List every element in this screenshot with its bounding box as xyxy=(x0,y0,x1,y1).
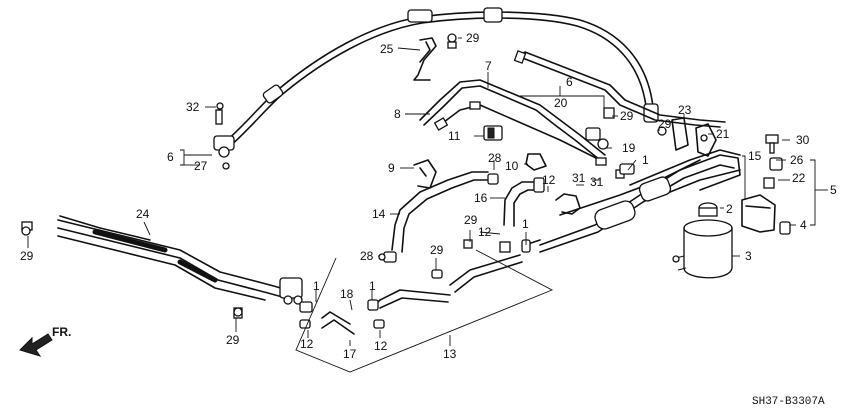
high-pressure-hose xyxy=(224,7,659,148)
callout-1: 1 xyxy=(642,153,649,167)
callout-5: 5 xyxy=(830,183,837,197)
callout-1: 1 xyxy=(313,279,320,293)
callout-4: 4 xyxy=(800,218,807,232)
callout-18: 18 xyxy=(340,287,354,301)
callout-11: 11 xyxy=(448,129,461,143)
callout-29: 29 xyxy=(20,249,34,263)
callout-31: 31 xyxy=(572,171,586,185)
cooler-pipe-15 xyxy=(521,149,741,253)
callout-12: 12 xyxy=(542,173,556,187)
callout-28: 28 xyxy=(488,151,502,165)
callout-16: 16 xyxy=(474,191,488,205)
steering-rack-lines-24 xyxy=(21,215,303,319)
callout-29: 29 xyxy=(620,109,634,123)
callout-23: 23 xyxy=(678,103,692,117)
clip-9 xyxy=(413,159,437,189)
callout-15: 15 xyxy=(748,149,762,163)
callout-32: 32 xyxy=(186,100,200,114)
callout-17: 17 xyxy=(343,347,357,361)
callout-22: 22 xyxy=(792,171,806,185)
callout-1: 1 xyxy=(369,279,376,293)
callout-19: 19 xyxy=(622,141,636,155)
callout-20: 20 xyxy=(554,96,568,110)
hose-bracket-25 xyxy=(413,33,457,81)
callout-21: 21 xyxy=(716,127,730,141)
callout-12: 12 xyxy=(300,337,314,351)
hose-14 xyxy=(391,171,489,253)
callout-12: 12 xyxy=(478,225,492,239)
callout-25: 25 xyxy=(380,42,394,56)
callout-9: 9 xyxy=(388,161,395,175)
callout-24: 24 xyxy=(136,207,150,221)
callout-27: 27 xyxy=(194,159,208,173)
callout-10: 10 xyxy=(505,159,519,173)
bolt-icons xyxy=(21,102,386,317)
fittings-19-20 xyxy=(585,107,635,179)
hose-16 xyxy=(487,173,545,227)
hose-end-fitting-left xyxy=(213,103,235,158)
callout-8: 8 xyxy=(394,107,401,121)
callout-29: 29 xyxy=(226,333,240,347)
diagram-code: SH37-B3307A xyxy=(752,396,825,408)
callout-29: 29 xyxy=(466,31,480,45)
callout-29: 29 xyxy=(658,117,672,131)
front-arrow-icon xyxy=(19,333,53,357)
callout-2: 2 xyxy=(726,202,733,216)
callout-26: 26 xyxy=(790,153,804,167)
brackets-21-23 xyxy=(657,117,717,157)
return-lines xyxy=(419,50,726,166)
clamp-10 xyxy=(525,153,547,171)
callout-6: 6 xyxy=(566,75,573,89)
callout-31: 31 xyxy=(590,175,604,189)
power-steering-reservoir xyxy=(672,202,733,279)
callout-labels: 25 29 32 7 6 20 29 8 23 11 29 21 30 6 27… xyxy=(20,31,837,361)
front-direction-indicator: FR. xyxy=(19,325,71,357)
reservoir-bracket xyxy=(741,134,791,235)
callout-30: 30 xyxy=(796,133,810,147)
callout-13: 13 xyxy=(443,347,457,361)
callout-29: 29 xyxy=(464,213,478,227)
callout-3: 3 xyxy=(745,249,752,263)
clamp-11 xyxy=(483,125,503,141)
callout-12: 12 xyxy=(374,339,388,353)
callout-14: 14 xyxy=(372,207,386,221)
callout-6: 6 xyxy=(167,150,174,164)
front-label: FR. xyxy=(52,325,71,339)
callout-28: 28 xyxy=(360,249,374,263)
lower-pipe-assembly xyxy=(299,239,523,335)
callout-7: 7 xyxy=(485,59,492,73)
callout-29: 29 xyxy=(430,243,444,257)
callout-1: 1 xyxy=(522,217,529,231)
